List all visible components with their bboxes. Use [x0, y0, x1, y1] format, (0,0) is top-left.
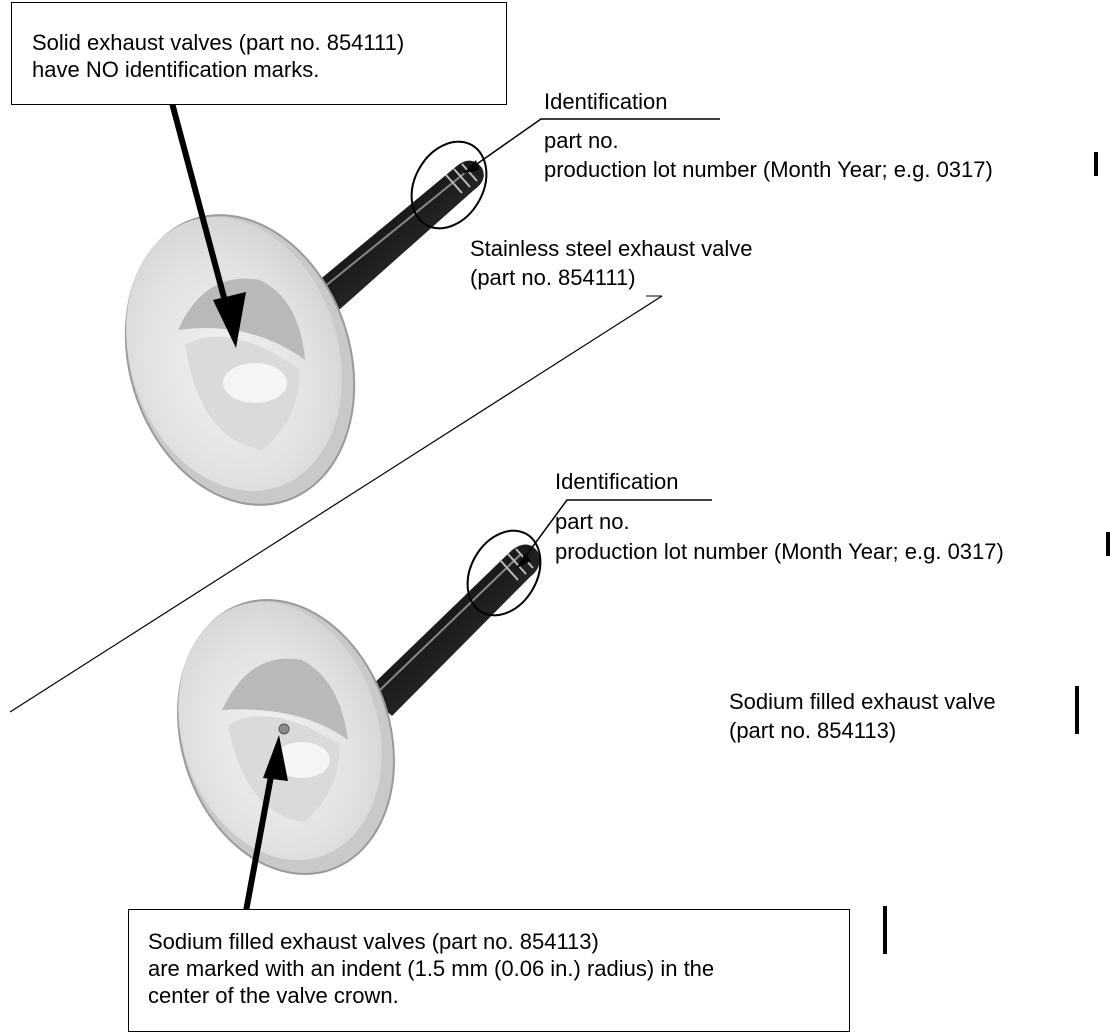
- identification-circle: [410, 140, 488, 230]
- identification-circle: [466, 529, 542, 617]
- identification-leader-arrowhead: [517, 553, 531, 568]
- callout-line: have NO identification marks.: [32, 57, 320, 82]
- identification-heading: Identification: [555, 469, 679, 494]
- change-bar: [1094, 152, 1098, 176]
- identification-lot-number: production lot number (Month Year; e.g. …: [555, 539, 1004, 564]
- valve-label-line2: (part no. 854113): [729, 718, 897, 743]
- solid-valve-arrow-head: [213, 292, 246, 348]
- identification-leader: [463, 118, 720, 174]
- valve-head: [177, 599, 395, 875]
- callout-line: Solid exhaust valves (part no. 854111): [32, 30, 405, 55]
- sodium-filled-exhaust-valve-illustration: [177, 544, 540, 875]
- valve-head: [124, 214, 356, 506]
- change-bar: [883, 906, 887, 954]
- valve-label-line2: (part no. 854111): [470, 265, 636, 290]
- change-bar: [1075, 686, 1079, 734]
- identification-leader: [516, 499, 712, 569]
- solid-valve-arrow-shaft: [165, 87, 233, 321]
- sodium-valve-callout-box: Sodium filled exhaust valves (part no. 8…: [128, 909, 850, 1032]
- sodium-valve-arrow-shaft: [241, 759, 277, 923]
- callout-line: are marked with an indent (1.5 mm (0.06 …: [148, 956, 715, 981]
- valve-tip-grooves: [445, 163, 478, 194]
- identification-part-no: part no.: [555, 509, 630, 534]
- valve-label-line1: Stainless steel exhaust valve: [470, 236, 753, 261]
- sodium-valve-arrow-head: [263, 735, 288, 781]
- valve-stem: [365, 544, 540, 716]
- valve-stem: [300, 160, 484, 318]
- section-divider: [9, 295, 663, 713]
- solid-valve-callout-box: Solid exhaust valves (part no. 854111) h…: [11, 2, 507, 105]
- callout-line: center of the valve crown.: [148, 983, 399, 1008]
- valve-label-line1: Sodium filled exhaust valve: [729, 689, 996, 714]
- solid-exhaust-valve-illustration: [124, 160, 484, 506]
- identification-lot-number: production lot number (Month Year; e.g. …: [544, 157, 993, 182]
- change-bar: [1106, 532, 1110, 556]
- identification-leader-arrowhead: [464, 160, 479, 173]
- sodium-indent-mark: [278, 723, 290, 735]
- identification-heading: Identification: [544, 89, 668, 114]
- identification-part-no: part no.: [544, 128, 619, 153]
- callout-line: Sodium filled exhaust valves (part no. 8…: [148, 929, 599, 954]
